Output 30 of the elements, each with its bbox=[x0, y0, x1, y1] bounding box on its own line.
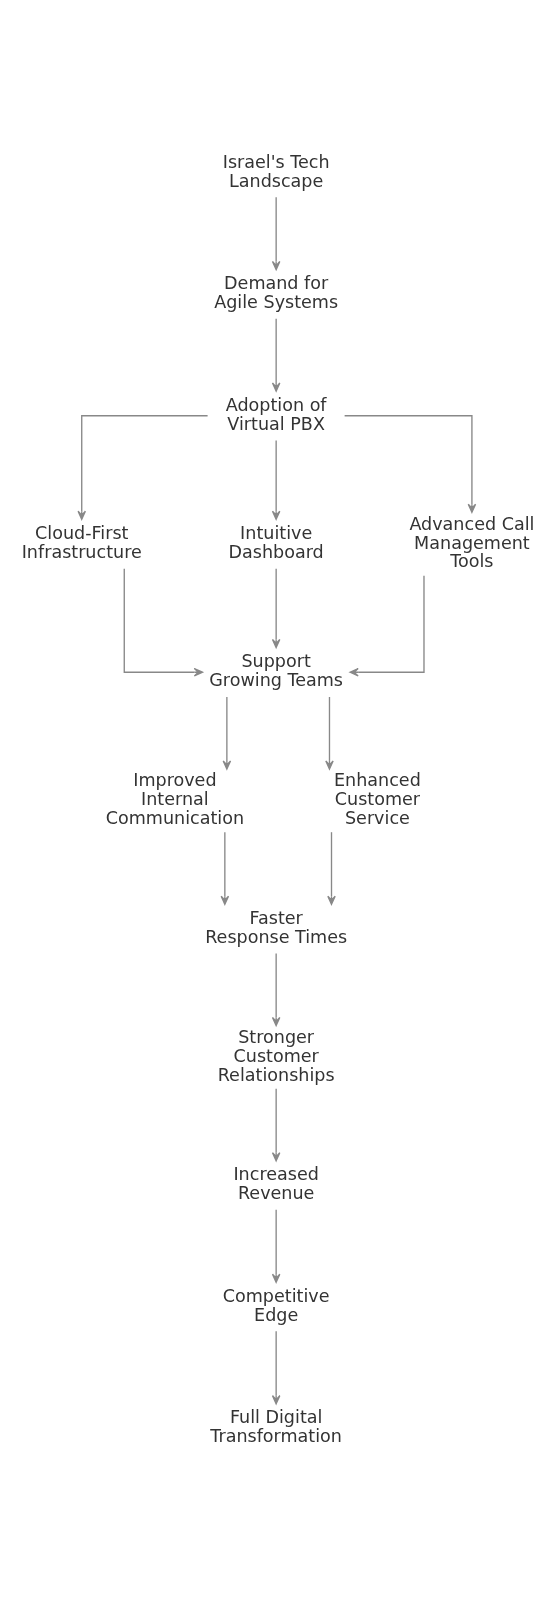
node-text: Advanced Call Management Tools bbox=[409, 513, 535, 571]
node-text: Increased Revenue bbox=[233, 1163, 319, 1203]
arrow bbox=[220, 831, 230, 905]
arrow bbox=[343, 414, 477, 513]
arrow bbox=[325, 695, 334, 770]
arrow bbox=[271, 952, 281, 1026]
arrow bbox=[271, 1208, 281, 1283]
arrow bbox=[271, 439, 281, 520]
arrow bbox=[349, 574, 425, 677]
node-text: Full Digital Transformation bbox=[210, 1406, 342, 1446]
arrow bbox=[123, 567, 204, 677]
arrow bbox=[222, 695, 232, 770]
arrow bbox=[271, 317, 281, 392]
node-text: Stronger Customer Relationships bbox=[217, 1026, 335, 1085]
node-text: Faster Response Times bbox=[205, 907, 348, 947]
node-text: Adoption of Virtual PBX bbox=[225, 394, 327, 434]
arrow bbox=[271, 196, 281, 270]
arrow bbox=[271, 1330, 281, 1404]
node-text: Improved Internal Communication bbox=[105, 769, 245, 828]
node-text: Demand for Agile Systems bbox=[214, 272, 339, 312]
arrow bbox=[327, 831, 336, 905]
arrow bbox=[271, 567, 281, 648]
node-text: Cloud-First Infrastructure bbox=[21, 522, 142, 562]
node-text: Competitive Edge bbox=[222, 1285, 330, 1325]
arrow bbox=[77, 414, 209, 520]
node-text: Intuitive Dashboard bbox=[228, 522, 324, 562]
node-text: Support Growing Teams bbox=[209, 650, 344, 690]
node-text: Enhanced Customer Service bbox=[334, 769, 421, 828]
arrow bbox=[271, 1087, 281, 1161]
node-text: Israel's Tech Landscape bbox=[222, 151, 330, 191]
